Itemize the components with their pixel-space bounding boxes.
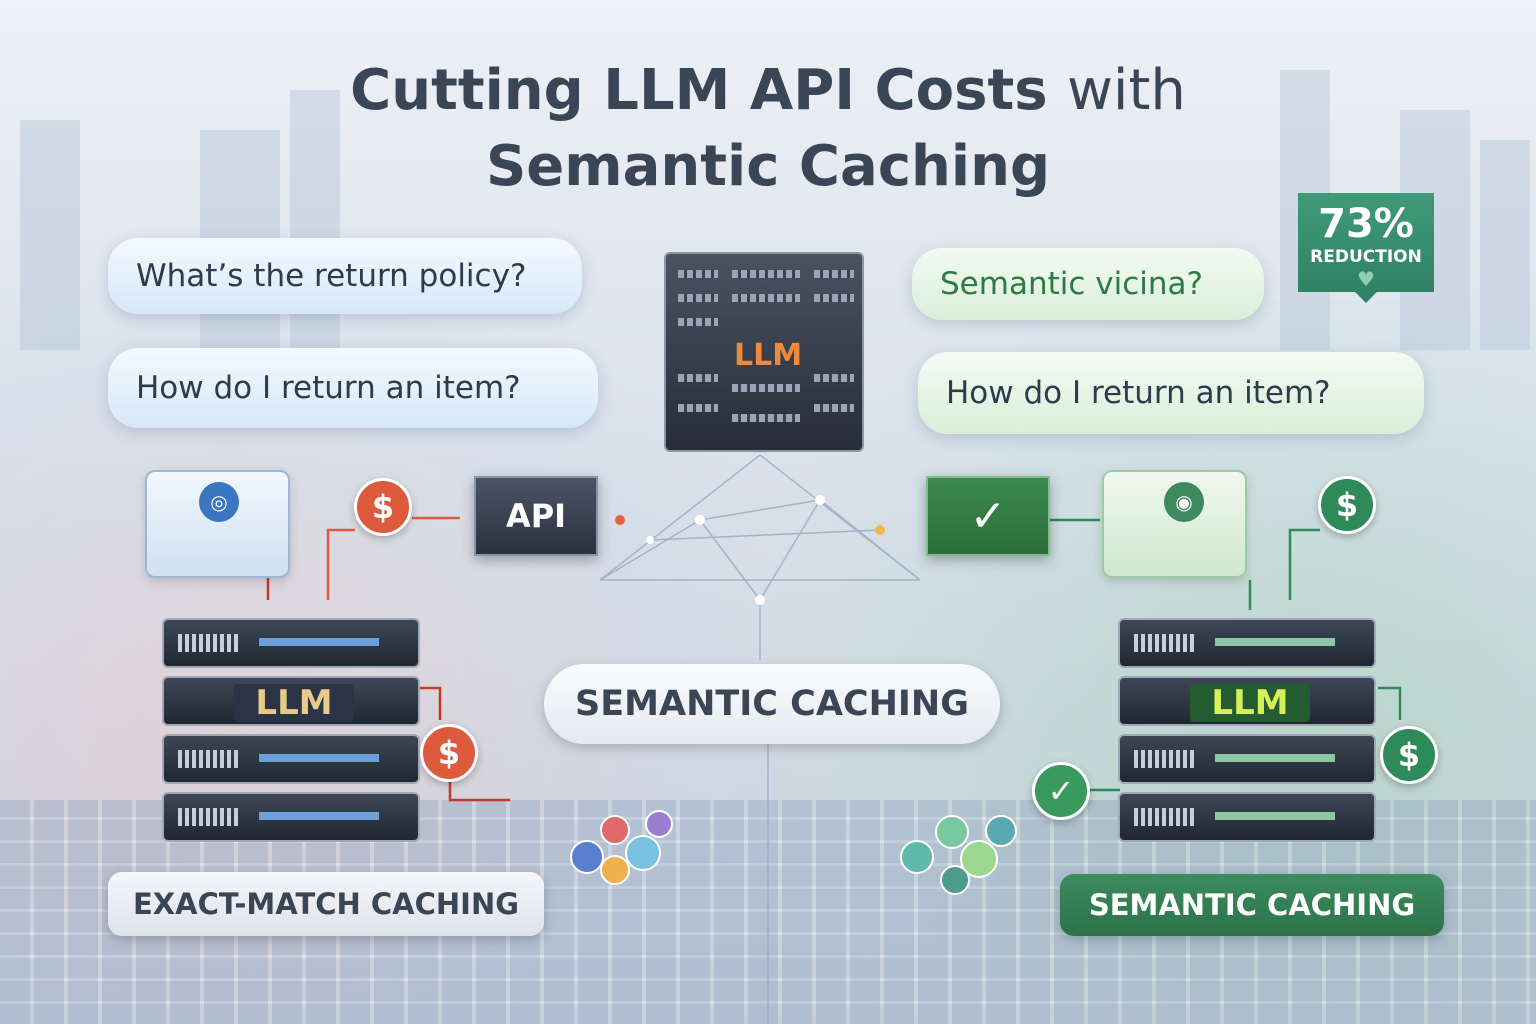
center-semantic-caching-label: SEMANTIC CACHING (544, 664, 1000, 744)
cache-hit-check-box: ✓ (926, 476, 1050, 556)
reduction-badge: 73% REDUCTION ♥ (1298, 193, 1434, 303)
right-server-stack: LLM (1118, 618, 1376, 850)
left-llm-label: LLM (234, 683, 354, 723)
left-cost-dollar-icon-2: $ (420, 724, 478, 782)
central-llm-label: LLM (734, 338, 803, 373)
left-query-bubble-2: How do I return an item? (108, 348, 598, 428)
left-server-stack: LLM (162, 618, 420, 850)
right-query-bubble-2: How do I return an item? (918, 352, 1424, 434)
right-saving-dollar-icon-2: $ (1380, 726, 1438, 784)
api-box: API (474, 476, 598, 556)
left-cost-dollar-icon: $ (354, 478, 412, 536)
right-query-bubble-1: Semantic vicina? (912, 248, 1264, 320)
checkmark-icon: ✓ (969, 490, 1007, 542)
exact-match-caching-label: EXACT-MATCH CACHING (108, 872, 544, 936)
right-saving-dollar-icon: $ (1318, 476, 1376, 534)
right-llm-label: LLM (1190, 683, 1310, 723)
title-line-1: Cutting LLM API Costs with (350, 58, 1186, 123)
heart-icon: ♥ (1357, 267, 1375, 291)
left-query-bubble-1: What’s the return policy? (108, 238, 582, 314)
query-icon: ◉ (1164, 482, 1204, 522)
query-icon: ◎ (199, 482, 239, 522)
title-line-2: Semantic Caching (485, 134, 1051, 199)
right-cache-hit-check-icon: ✓ (1032, 762, 1090, 820)
semantic-caching-label: SEMANTIC CACHING (1060, 874, 1444, 936)
central-llm-server: LLM (664, 252, 864, 452)
right-request-card: ◉ (1102, 470, 1247, 578)
left-request-card: ◎ (145, 470, 290, 578)
